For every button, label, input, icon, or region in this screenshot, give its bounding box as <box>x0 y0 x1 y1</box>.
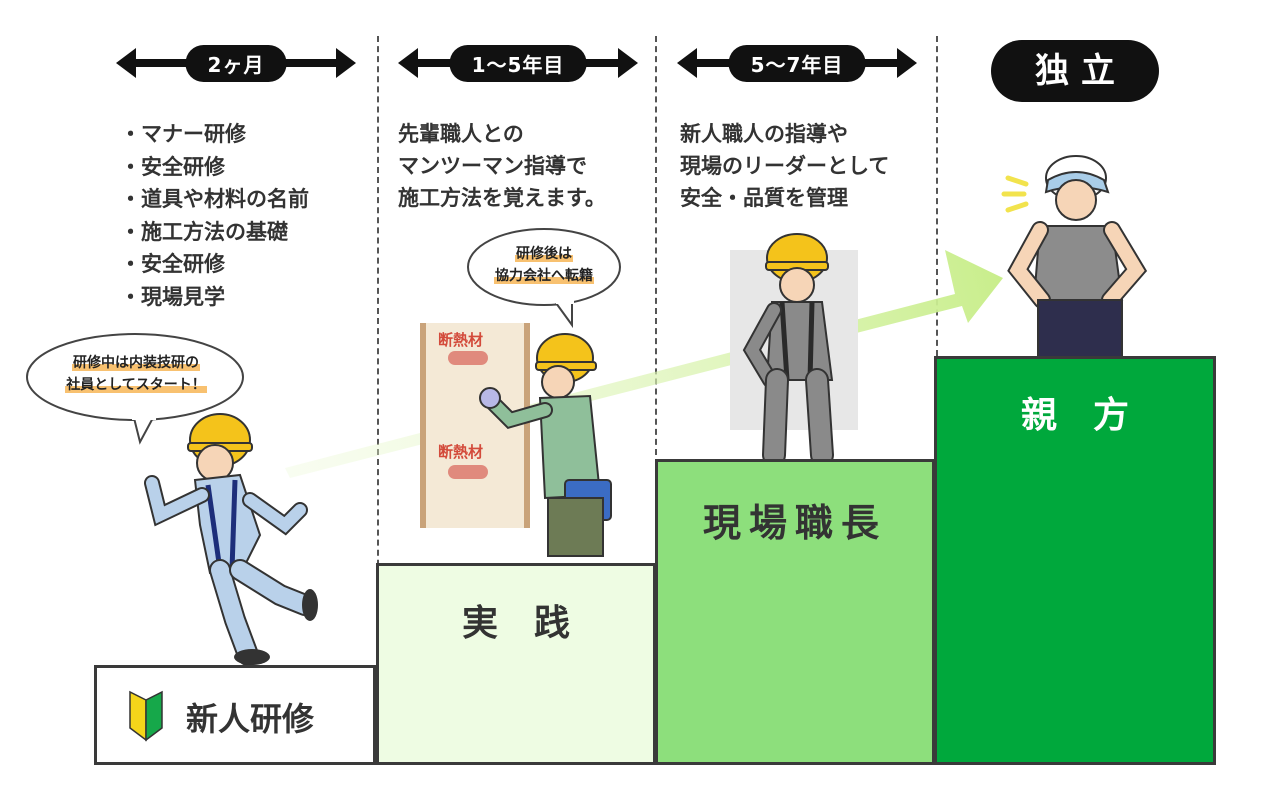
list-item: 安全研修 <box>120 151 309 184</box>
training-list: マナー研修 安全研修 道具や材料の名前 施工方法の基礎 安全研修 現場見学 <box>120 118 309 313</box>
step-practice <box>376 563 656 765</box>
step-foreman <box>655 459 935 765</box>
bubble-practice-text: 研修後は 協力会社へ転籍 <box>494 246 594 284</box>
list-item: 安全研修 <box>120 248 309 281</box>
practice-description: 先輩職人との マンツーマン指導で 施工方法を覚えます。 <box>398 122 606 210</box>
divider-2 <box>655 36 657 596</box>
period-label-2: 1～5年目 <box>449 45 587 82</box>
independence-badge: 独立 <box>991 40 1159 102</box>
list-item: 道具や材料の名前 <box>120 183 309 216</box>
practice-worker-illustration <box>479 333 612 557</box>
period-arrow-1: 2ヶ月 <box>116 42 356 84</box>
divider-3 <box>936 36 938 356</box>
speech-bubble-practice <box>467 228 621 329</box>
step-label-practice: 実 践 <box>461 603 570 644</box>
foreman-worker-illustration <box>730 233 858 460</box>
beginner-mark-icon <box>129 690 163 742</box>
list-item: 現場見学 <box>120 281 309 314</box>
step-label-new-training: 新人研修 <box>186 700 315 738</box>
step-label-master: 親 方 <box>1020 395 1129 436</box>
period-arrow-2: 1～5年目 <box>398 42 638 84</box>
master-worker-illustration <box>1001 155 1148 360</box>
insulation-panel-illustration: 断熱材 断熱材 <box>420 323 530 528</box>
trainee-worker-illustration <box>144 413 318 665</box>
list-item: マナー研修 <box>120 118 309 151</box>
bubble-training-text: 研修中は内装技研の 社員としてスタート！ <box>65 355 207 393</box>
period-label-3: 5～7年目 <box>728 45 866 82</box>
period-label-1: 2ヶ月 <box>185 45 287 82</box>
divider-1 <box>377 36 379 596</box>
leader-description: 新人職人の指導や 現場のリーダーとして 安全・品質を管理 <box>680 122 890 210</box>
period-arrow-3: 5～7年目 <box>677 42 917 84</box>
step-master <box>934 356 1216 765</box>
list-item: 施工方法の基礎 <box>120 216 309 249</box>
step-label-foreman: 現場職長 <box>702 501 887 545</box>
